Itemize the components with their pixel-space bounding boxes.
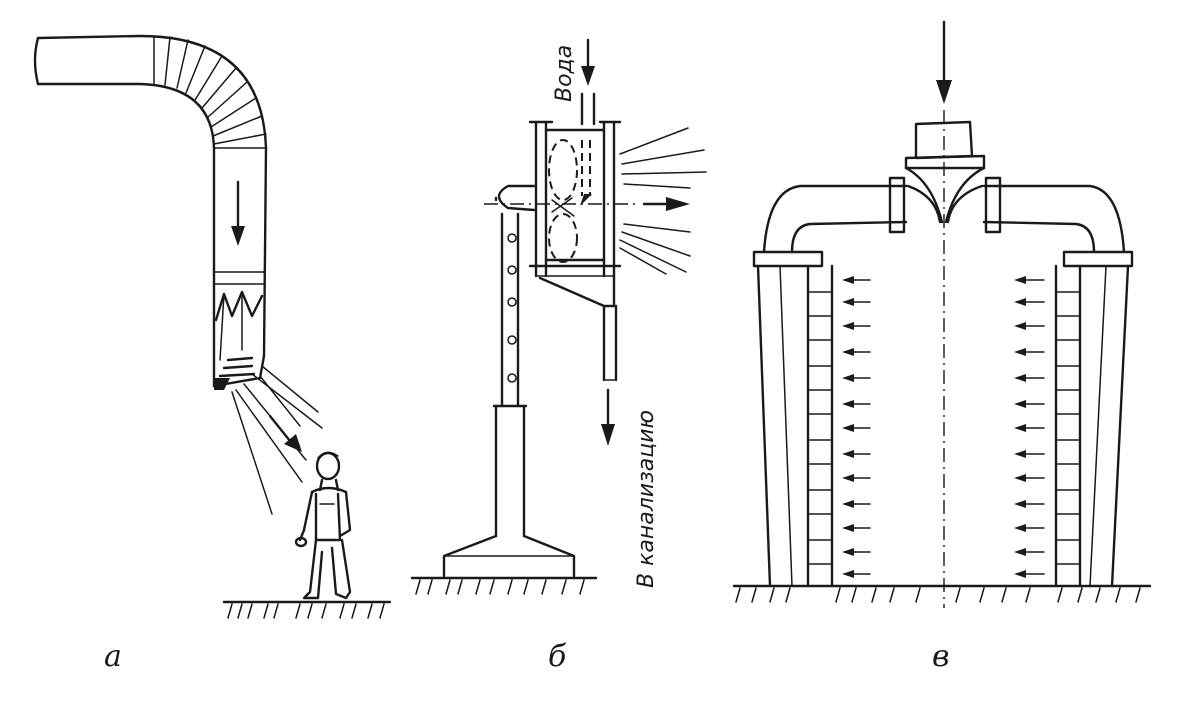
duct-flow-arrow (231, 180, 245, 246)
inward-arrow-head (1014, 548, 1026, 556)
air-outlet-arrow (642, 197, 690, 211)
inward-arrow-head (842, 400, 854, 408)
inward-arrow-head (842, 524, 854, 532)
panel-label-a: а (104, 639, 122, 674)
inward-arrow-head (1014, 474, 1026, 482)
panel-v-drawing (732, 20, 1152, 608)
panel-a-drawing (33, 34, 392, 619)
inward-arrow-head (1014, 524, 1026, 532)
inward-arrow-head (842, 548, 854, 556)
inward-arrow-head (842, 374, 854, 382)
water-label: Вода (552, 44, 577, 102)
inward-arrow-head (1014, 400, 1026, 408)
duct-elbow (138, 34, 268, 150)
duct-horizontal (33, 34, 142, 86)
outer-walls (756, 264, 1130, 588)
y-branch (904, 166, 986, 224)
inward-arrow-head (1014, 298, 1026, 306)
floor-v (732, 584, 1152, 603)
inward-arrow-head (842, 276, 854, 284)
top-inlet-arrow (936, 20, 952, 104)
floor-a (222, 600, 392, 619)
drain-funnel (538, 274, 618, 382)
inward-arrow-head (1014, 570, 1026, 578)
inward-arrows-left (842, 276, 871, 578)
inward-arrow-head (1014, 322, 1026, 330)
spray-lines (619, 127, 707, 275)
inward-arrow-head (1014, 450, 1026, 458)
inward-arrow-head (842, 474, 854, 482)
panel-label-v: в (932, 639, 950, 674)
right-header-pipe (982, 176, 1126, 254)
inward-arrow-head (842, 322, 854, 330)
inward-arrow-head (842, 424, 854, 432)
inward-arrow-head (842, 298, 854, 306)
inward-arrow-head (842, 500, 854, 508)
water-arrow (581, 38, 595, 86)
worker-figure (294, 451, 352, 600)
panel-b-drawing (410, 38, 707, 595)
inward-arrow-head (842, 570, 854, 578)
aerator-housing (528, 120, 622, 278)
internal-swirl (548, 139, 592, 263)
inlet-pipe (904, 120, 986, 170)
nozzle (214, 356, 256, 390)
inward-arrows-right (1014, 276, 1045, 578)
support-column (442, 212, 576, 578)
drain-label: В канализацию (634, 409, 659, 588)
guide-vanes (214, 290, 264, 361)
inward-arrow-head (1014, 500, 1026, 508)
water-inlet-pipe (580, 92, 596, 126)
right-perforated-column (1054, 264, 1082, 588)
left-header-pipe (762, 176, 908, 254)
air-jet (231, 365, 323, 515)
panel-label-b: б (548, 639, 567, 674)
blower-connection (484, 184, 640, 212)
inward-arrow-head (842, 450, 854, 458)
inward-arrow-head (1014, 348, 1026, 356)
left-perforated-column (806, 264, 834, 588)
inward-arrow-head (1014, 424, 1026, 432)
inward-arrow-head (1014, 276, 1026, 284)
floor-b (410, 576, 598, 595)
drain-arrow (601, 388, 615, 446)
duct-vertical (212, 146, 268, 388)
inward-arrow-head (1014, 374, 1026, 382)
inward-arrow-head (842, 348, 854, 356)
column-caps (752, 250, 1134, 268)
